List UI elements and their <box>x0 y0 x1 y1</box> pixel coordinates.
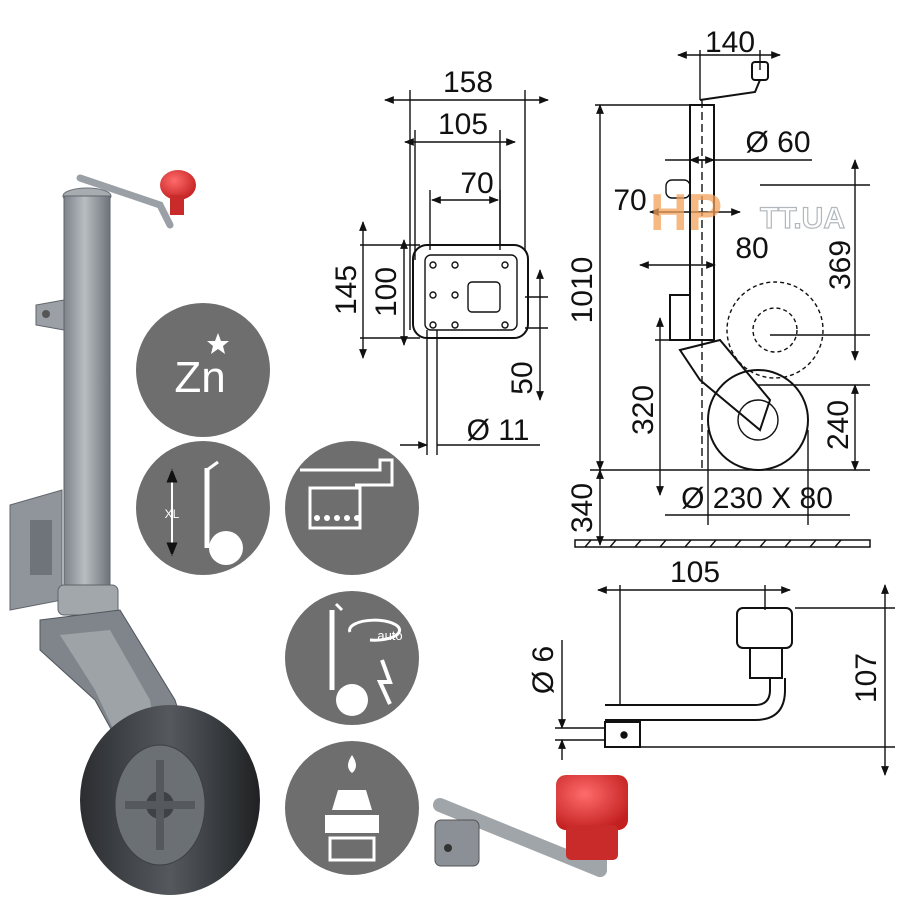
dim-369: 369 <box>824 240 857 290</box>
crank-handle-image <box>433 775 628 877</box>
dim-105: 105 <box>438 108 488 141</box>
grease-nipple-badge <box>285 741 419 875</box>
auto-swivel-badge: auto <box>285 591 419 725</box>
wheel-icon <box>209 531 243 565</box>
dim-wheel-size: Ø 230 X 80 <box>681 482 833 515</box>
dim-handle-105: 105 <box>670 556 720 589</box>
star-icon <box>207 333 229 354</box>
watermark-suffix: TT.UA <box>760 202 845 235</box>
zinc-symbol: Zn <box>174 353 225 402</box>
dim-50: 50 <box>506 361 539 394</box>
dim-158: 158 <box>443 66 493 99</box>
dim-100: 100 <box>370 267 403 317</box>
jockey-wheel-product-image <box>9 170 260 895</box>
watermark-brand: HP <box>650 184 722 242</box>
dim-80: 80 <box>735 232 768 265</box>
dim-tube-diameter: Ø 60 <box>745 126 810 159</box>
red-knob-icon <box>556 775 628 830</box>
dim-pin-diameter: Ø 6 <box>527 646 560 694</box>
dim-140: 140 <box>705 26 755 59</box>
xl-label: XL <box>165 507 180 521</box>
dim-bracket-70: 70 <box>613 184 646 217</box>
dim-1010: 1010 <box>566 257 599 324</box>
dim-240: 240 <box>822 400 855 450</box>
auto-label: auto <box>377 628 402 643</box>
crank-handle-drawing <box>555 584 895 776</box>
xl-height-badge: XL <box>136 441 270 575</box>
dim-70: 70 <box>460 167 493 200</box>
bearing-balls-icon <box>314 515 360 521</box>
dim-320: 320 <box>627 385 660 435</box>
bearing-badge <box>285 441 419 575</box>
dim-145: 145 <box>330 265 363 315</box>
mounting-plate-drawing <box>359 90 549 455</box>
dim-handle-107: 107 <box>850 653 883 703</box>
wheel-icon <box>336 684 368 716</box>
dim-hole: Ø 11 <box>467 414 530 447</box>
zinc-coating-badge: Zn <box>136 303 270 437</box>
oil-drop-icon <box>348 755 356 773</box>
dim-340: 340 <box>566 483 599 533</box>
watermark-logo: HP TT.UA <box>650 184 846 242</box>
swivel-arrows-icon <box>376 659 393 705</box>
red-knob-icon <box>160 170 196 200</box>
side-elevation-drawing <box>574 50 871 548</box>
